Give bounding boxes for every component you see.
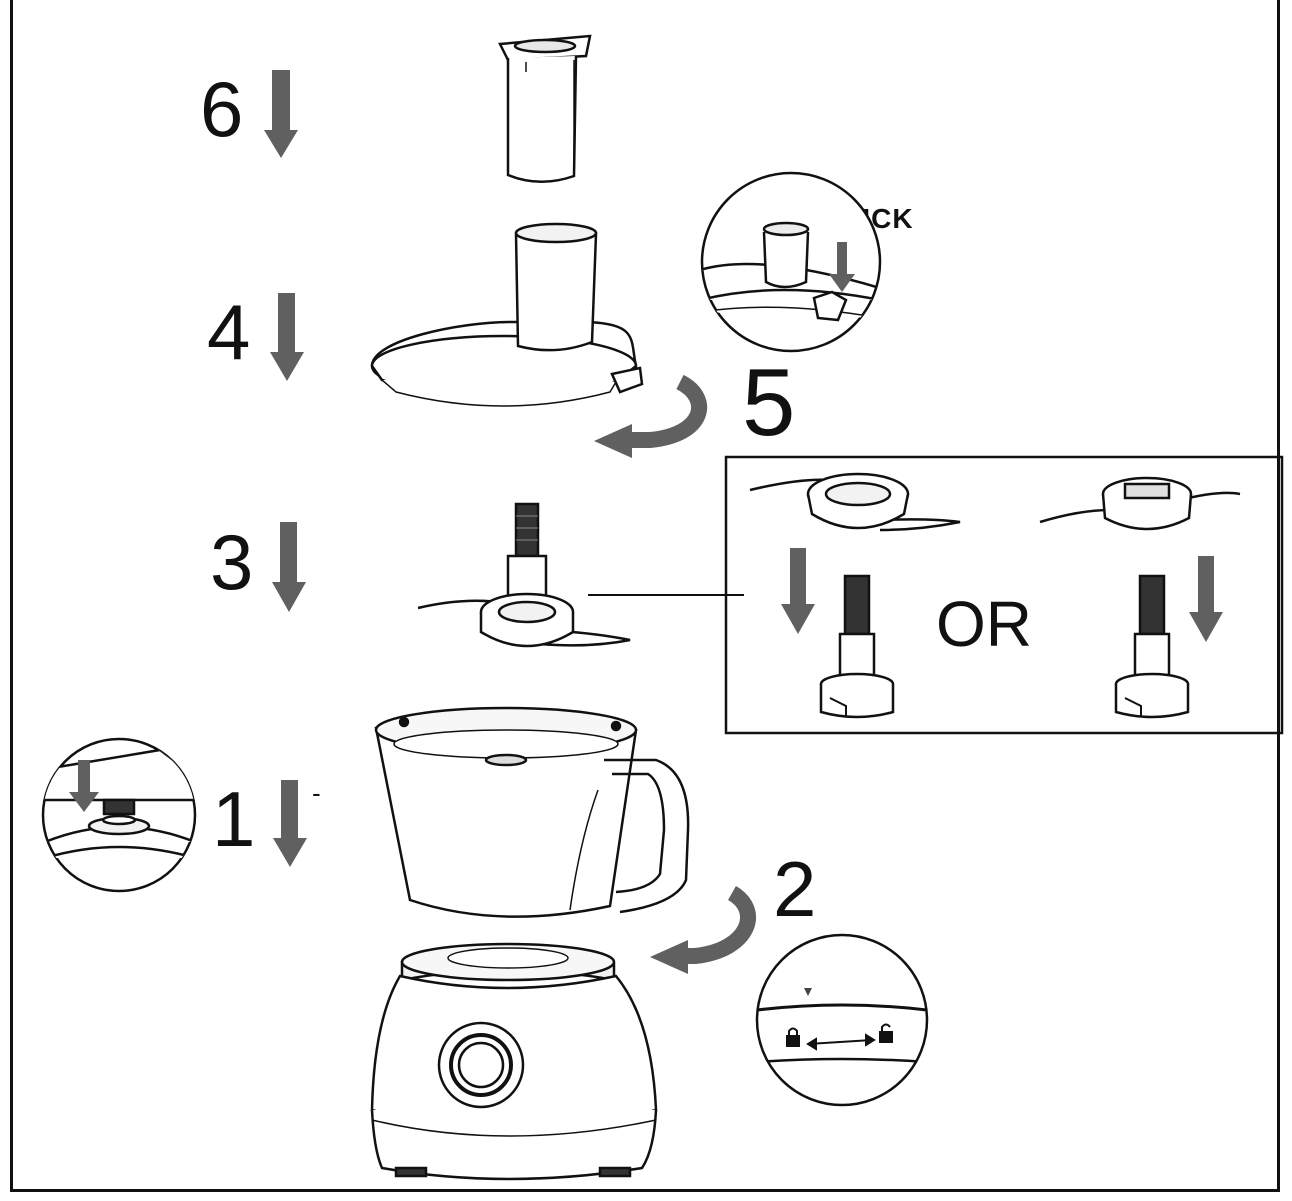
step-3-number: 3 — [210, 518, 254, 606]
step-2-number: 2 — [773, 845, 817, 933]
step-6-number: 6 — [200, 65, 244, 153]
step-5-number: 5 — [742, 349, 796, 456]
double-arrow-icon — [806, 1033, 876, 1051]
down-arrow-icon — [270, 293, 304, 381]
food-pusher — [498, 34, 592, 183]
down-arrow-icon — [264, 70, 298, 158]
step-4-number: 4 — [207, 288, 251, 376]
step-1-number: 1 — [212, 775, 256, 863]
lock-inset — [755, 933, 929, 1107]
curved-arrow-icon — [650, 886, 756, 974]
drive-shaft-2 — [1114, 574, 1190, 719]
drive-shaft-1 — [819, 574, 895, 719]
down-arrow-icon — [272, 522, 306, 612]
processor-bowl — [374, 706, 690, 918]
down-arrow-icon — [781, 548, 815, 634]
bowl-lid — [370, 222, 644, 407]
down-arrow-icon — [273, 780, 307, 867]
unlock-icon — [879, 1023, 893, 1043]
blade-options-box — [724, 455, 1284, 735]
shaft-inset — [41, 737, 197, 893]
blade-option-1 — [749, 472, 961, 532]
motor-base — [370, 942, 658, 1181]
or-label: OR — [936, 588, 1032, 660]
curved-arrow-icon — [594, 374, 708, 458]
minor-mark: - — [312, 778, 321, 808]
diagram-frame — [10, 0, 1280, 1192]
chopping-blade — [417, 502, 631, 648]
down-arrow-icon — [1189, 556, 1223, 642]
blade-option-2 — [1039, 476, 1241, 531]
lock-icon — [786, 1027, 800, 1047]
click-inset — [700, 171, 882, 353]
